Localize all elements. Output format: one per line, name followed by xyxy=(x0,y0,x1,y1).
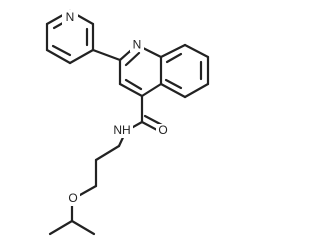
bond-q-double-5 xyxy=(164,78,183,90)
bond-q-10 xyxy=(183,82,210,99)
bond-q-5 xyxy=(118,82,144,98)
bond-q-7 xyxy=(159,43,187,59)
bond-carbonyl-o-double xyxy=(143,114,164,127)
carbonyl-o-label: O xyxy=(158,123,167,137)
quinoline-n-label: N xyxy=(133,38,142,52)
bond-ch-methyl-right xyxy=(70,219,96,236)
pyridine-n-label: N xyxy=(66,10,75,24)
ether-o-bg xyxy=(66,192,80,206)
bond-q-double-2 xyxy=(124,78,143,91)
bond-q-8 xyxy=(183,43,210,59)
bond-pyridine-5 xyxy=(45,48,72,65)
chemical-structure-diagram: N N NH O O xyxy=(45,9,210,236)
quinoline-n-bg xyxy=(130,39,144,52)
bond-q-double-3 xyxy=(165,52,183,64)
bond-pyridine-4 xyxy=(68,48,95,65)
bond-q-double-1 xyxy=(124,51,141,67)
atoms: N N NH O O xyxy=(62,10,170,206)
bond-pyridine-double-3 xyxy=(51,44,72,57)
bond-c3-o xyxy=(78,184,98,197)
bond-pyridine-quinoline xyxy=(91,48,122,62)
amide-n-label: NH xyxy=(113,123,130,137)
ether-o-label: O xyxy=(68,191,77,205)
bond-q-4 xyxy=(140,82,163,98)
pyridine-n-bg xyxy=(62,10,78,25)
carbonyl-o-bg xyxy=(156,124,170,138)
bond-c1-c2 xyxy=(94,144,121,162)
amide-n-bg xyxy=(111,124,133,138)
bond-ch-methyl-left xyxy=(48,219,74,236)
bond-q-11 xyxy=(159,82,187,99)
